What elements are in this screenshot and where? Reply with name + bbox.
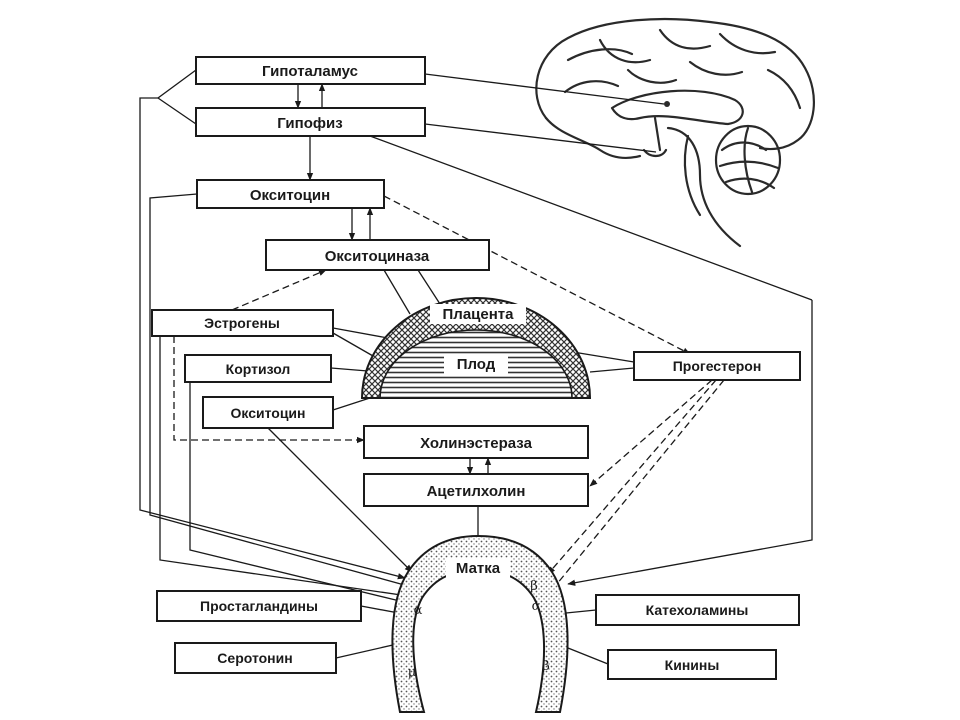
- uterus-label: Матка: [456, 560, 501, 577]
- catecholamines-label: Катехоламины: [646, 602, 749, 618]
- brain-sagittal-icon: [535, 17, 816, 248]
- receptor-alpha-left: α: [414, 603, 423, 618]
- hypothalamus-label: Гипоталамус: [262, 63, 358, 80]
- receptor-alpha-right: α: [532, 599, 541, 614]
- acetylcholine-label: Ацетилхолин: [427, 483, 526, 500]
- node-estrogens: Эстрогены: [151, 309, 334, 337]
- line-oxytocin-mid-to-uterus: [267, 427, 413, 573]
- node-oxytocin-top: Окситоцин: [196, 179, 385, 209]
- node-oxytocin-mid: Окситоцин: [202, 396, 334, 429]
- node-hypothalamus: Гипоталамус: [195, 56, 426, 85]
- kinins-label: Кинины: [665, 657, 720, 673]
- line-oxytocinase-to-placenta: [383, 269, 441, 315]
- oxytocin-mid-label: Окситоцин: [231, 405, 306, 421]
- node-oxytocinase: Окситоциназа: [265, 239, 490, 271]
- fetus-label: Плод: [457, 356, 496, 373]
- node-pituitary: Гипофиз: [195, 107, 426, 137]
- uterus-shape: [391, 534, 569, 713]
- dashed-progesterone-to-uterus-1: [547, 379, 717, 575]
- receptor-beta-bottom: β: [542, 659, 550, 674]
- node-kinins: Кинины: [607, 649, 777, 680]
- dashed-oxytocin-to-progesterone: [383, 195, 691, 355]
- progesterone-label: Прогестерон: [673, 358, 762, 374]
- oxytocin-top-label: Окситоцин: [250, 187, 330, 204]
- serotonin-label: Серотонин: [217, 650, 292, 666]
- estrogens-label: Эстрогены: [204, 315, 280, 331]
- line-oxytocin-to-uterus: [149, 193, 409, 588]
- placenta-label-bg: [430, 304, 526, 324]
- line-cortisol-to-uterus: [189, 382, 405, 604]
- line-bracket-to-uterus: [139, 97, 406, 580]
- placenta-fetus-dome: Плацента Плод: [360, 297, 592, 399]
- dashed-progesterone-to-acetylcholine: [589, 379, 713, 487]
- cholinesterase-label: Холинэстераза: [420, 435, 532, 452]
- fetus-label-bg: [444, 354, 508, 374]
- receptor-beta-top: β: [530, 579, 538, 594]
- pituitary-label: Гипофиз: [277, 115, 342, 132]
- node-progesterone: Прогестерон: [633, 351, 801, 381]
- oxytocinase-label: Окситоциназа: [325, 248, 430, 265]
- node-prostaglandins: Простагландины: [156, 590, 362, 622]
- dashed-estrogens-to-cholinesterase: [173, 336, 365, 444]
- left-bracket: [156, 69, 197, 125]
- uterus-shape-group: Матка α β α β μ: [391, 534, 569, 713]
- dashed-connectors: [173, 195, 725, 591]
- node-catecholamines: Катехоламины: [595, 594, 800, 626]
- placenta-label: Плацента: [443, 306, 515, 323]
- line-pituitary-diagonal: [369, 135, 813, 301]
- uterus-label-bg: [446, 558, 510, 578]
- line-hypothalamus-to-brain: [424, 73, 665, 105]
- dashed-estrogens-to-oxytocinase: [231, 269, 327, 311]
- node-acetylcholine: Ацетилхолин: [363, 473, 589, 507]
- node-cortisol: Кортизол: [184, 354, 332, 383]
- prostaglandins-label: Простагландины: [200, 598, 318, 614]
- receptor-mu-left: μ: [408, 665, 416, 680]
- node-cholinesterase: Холинэстераза: [363, 425, 589, 459]
- node-serotonin: Серотонин: [174, 642, 337, 674]
- line-estrogens-to-uterus: [159, 336, 409, 599]
- cortisol-label: Кортизол: [226, 361, 291, 377]
- line-right-to-uterus: [567, 300, 813, 586]
- dashed-progesterone-to-uterus-2: [551, 379, 725, 591]
- line-pituitary-to-brain: [424, 123, 657, 153]
